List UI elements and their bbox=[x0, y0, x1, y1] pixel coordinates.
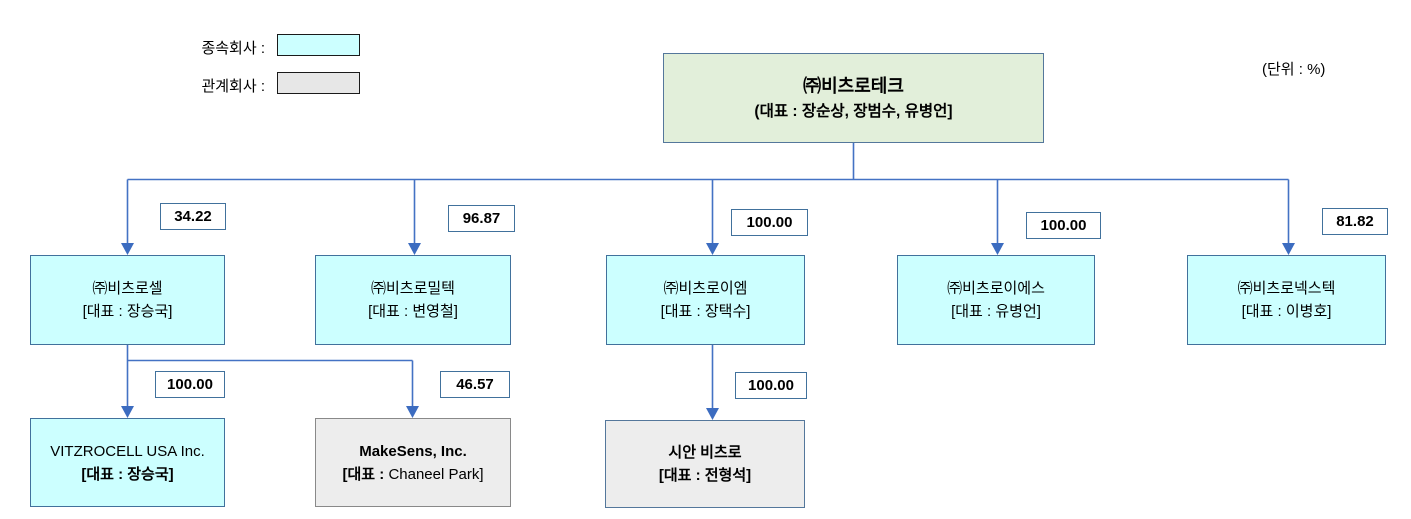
company-name: MakeSens, Inc. bbox=[359, 442, 467, 460]
company-ceo: [대표 : 이병호] bbox=[1241, 303, 1332, 320]
node-vitzroem: ㈜비츠로이엠 [대표 : 장택수] bbox=[606, 255, 805, 345]
company-ceo: [대표 : 장승국] bbox=[81, 465, 174, 483]
unit-note: (단위 : %) bbox=[1262, 61, 1326, 78]
node-vitzrocell: ㈜비츠로셀 [대표 : 장승국] bbox=[30, 255, 225, 345]
legend-label-affiliate: 관계회사 : bbox=[201, 78, 265, 95]
ownership-label-vitzrocell: 34.22 bbox=[160, 203, 226, 230]
legend-label-subsidiary: 종속회사 : bbox=[201, 40, 265, 57]
company-ceo: [대표 : 장택수] bbox=[660, 303, 751, 320]
legend-swatch-subsidiary bbox=[277, 34, 360, 56]
company-ceo: [대표 : 전형석] bbox=[658, 467, 752, 484]
ownership-label-vitzronextech: 81.82 bbox=[1322, 208, 1388, 235]
node-vitzroes: ㈜비츠로이에스 [대표 : 유병언] bbox=[897, 255, 1095, 345]
company-ceo: [대표 : 변영철] bbox=[368, 303, 458, 320]
company-ceo: [대표 : 유병언] bbox=[951, 303, 1041, 320]
company-name: ㈜비츠로이에스 bbox=[947, 280, 1045, 297]
ceo-prefix: [대표 : bbox=[342, 465, 389, 483]
ownership-label-vitzroem: 100.00 bbox=[731, 209, 808, 236]
ownership-label-vitzromiltech: 96.87 bbox=[448, 205, 515, 232]
company-name: ㈜비츠로셀 bbox=[92, 280, 163, 297]
company-name: ㈜비츠로넥스텍 bbox=[1237, 280, 1336, 297]
node-makesens: MakeSens, Inc. [대표 : Chaneel Park] bbox=[315, 418, 511, 507]
company-ceo: [대표 : 장승국] bbox=[82, 303, 173, 320]
node-sian-vitzro: 시안 비츠로 [대표 : 전형석] bbox=[605, 420, 805, 508]
company-name: VITZROCELL USA Inc. bbox=[50, 442, 205, 460]
arrowhead-icons bbox=[121, 243, 1295, 420]
company-ceo: (대표 : 장순상, 장범수, 유병언] bbox=[754, 103, 953, 120]
ceo-name: Chaneel Park] bbox=[388, 465, 484, 483]
company-name: ㈜비츠로밀텍 bbox=[370, 280, 455, 297]
company-name: 시안 비츠로 bbox=[668, 444, 742, 461]
company-name: ㈜비츠로이엠 bbox=[663, 280, 748, 297]
company-ceo: [대표 : Chaneel Park] bbox=[343, 463, 484, 486]
ownership-label-vitzrocell-usa: 100.00 bbox=[155, 371, 225, 398]
ownership-label-sian-vitzro: 100.00 bbox=[735, 372, 807, 399]
node-vitzromiltech: ㈜비츠로밀텍 [대표 : 변영철] bbox=[315, 255, 511, 345]
legend-swatch-affiliate bbox=[277, 72, 360, 94]
node-vitzrotech: ㈜비츠로테크 (대표 : 장순상, 장범수, 유병언] bbox=[663, 53, 1044, 143]
ownership-label-makesens: 46.57 bbox=[440, 371, 510, 398]
ownership-label-vitzroes: 100.00 bbox=[1026, 212, 1101, 239]
company-name: ㈜비츠로테크 bbox=[803, 76, 904, 96]
node-vitzrocell-usa: VITZROCELL USA Inc. [대표 : 장승국] bbox=[30, 418, 225, 507]
node-vitzronextech: ㈜비츠로넥스텍 [대표 : 이병호] bbox=[1187, 255, 1386, 345]
